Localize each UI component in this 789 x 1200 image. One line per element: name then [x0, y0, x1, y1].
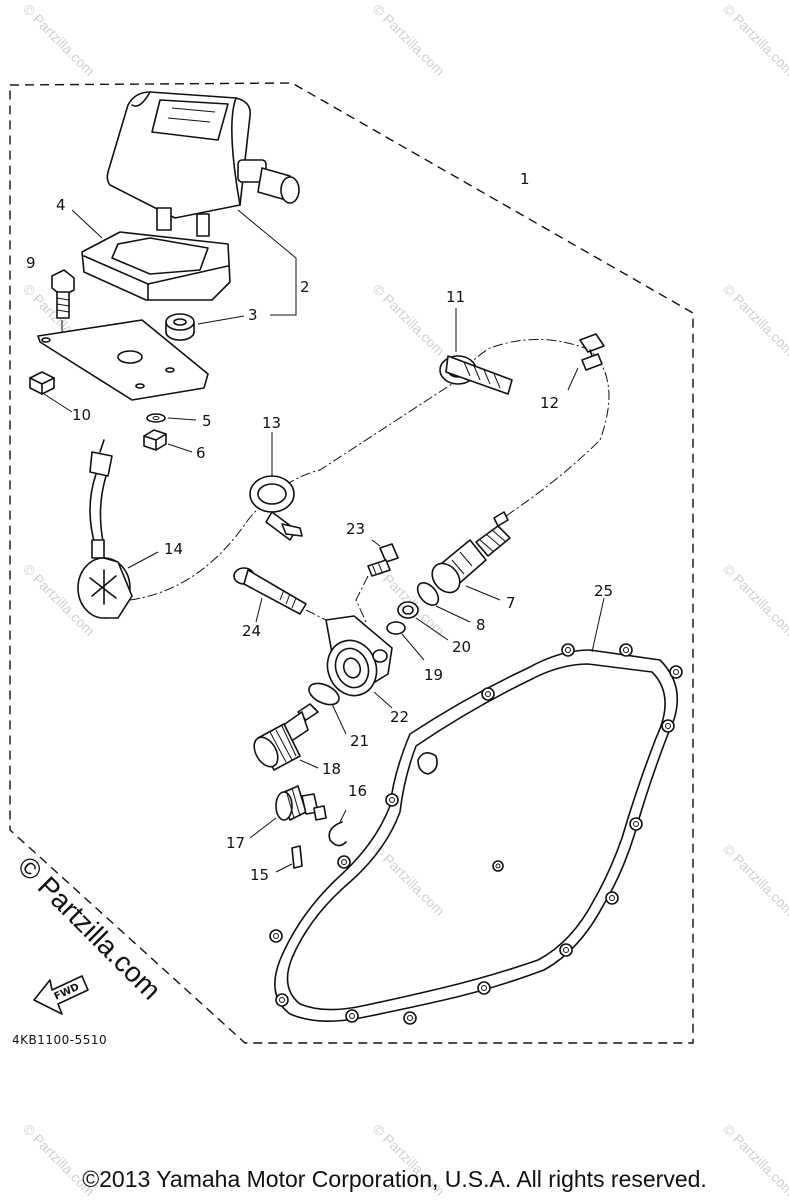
- fwd-arrow: FWD: [33, 975, 89, 1015]
- part-label-8: 8: [476, 616, 486, 634]
- part-label-6: 6: [196, 444, 206, 462]
- leader-20: [415, 617, 449, 641]
- leader-24: [255, 597, 263, 623]
- guide-12: [579, 333, 605, 371]
- part-label-18: 18: [322, 760, 341, 778]
- leader-19: [401, 633, 425, 661]
- brand-watermark: © Partzilla.com: [12, 850, 167, 1005]
- gear-housing-22: [325, 615, 393, 697]
- leader-22: [373, 691, 393, 709]
- grommet: [165, 313, 195, 341]
- circlip-16: [328, 821, 347, 847]
- part-label-9: 9: [26, 254, 36, 272]
- leader-17: [249, 817, 277, 839]
- watermark-tile: © Partzilla.com: [20, 1, 98, 79]
- part-label-20: 20: [452, 638, 471, 656]
- nut-10: [29, 371, 55, 395]
- bushing-20: [397, 601, 419, 619]
- cushion: [81, 231, 231, 301]
- leader-15: [275, 863, 293, 873]
- part-label-2: 2: [300, 278, 310, 296]
- part-label-16: 16: [348, 782, 367, 800]
- o-ring-21: [308, 682, 340, 706]
- leader-21: [331, 703, 347, 735]
- part-label-10: 10: [72, 406, 91, 424]
- bolt-9: [51, 269, 75, 319]
- cable-end-14: [77, 439, 133, 619]
- washer-19: [386, 621, 406, 635]
- part-label-7: 7: [506, 594, 516, 612]
- leader-23: [371, 539, 381, 547]
- clamp-13: [249, 475, 303, 541]
- leader-5: [167, 417, 197, 421]
- part-label-4: 4: [56, 196, 66, 214]
- bracket-plate: [37, 319, 209, 401]
- leader-2: [237, 209, 297, 316]
- leader-10: [43, 393, 73, 413]
- driven-gear-18: [253, 703, 319, 771]
- part-labels: 1 2 3 4 5 6 7 8 9 10 11 12 13 14 15 16 1…: [26, 170, 613, 884]
- part-label-11: 11: [446, 288, 465, 306]
- screw-23: [367, 543, 399, 577]
- bolt-24: [233, 567, 307, 615]
- copyright-notice: ©2013 Yamaha Motor Corporation, U.S.A. A…: [82, 1166, 707, 1192]
- drive-gear-7: [431, 511, 511, 594]
- nut-6: [143, 429, 167, 451]
- leader-7: [465, 585, 501, 601]
- part-label-21: 21: [350, 732, 369, 750]
- part-label-3: 3: [248, 306, 258, 324]
- watermark-tile: © Partzilla.com: [720, 281, 789, 359]
- watermark-tile: © Partzilla.com: [720, 561, 789, 639]
- part-label-22: 22: [390, 708, 409, 726]
- part-label-25: 25: [594, 582, 613, 600]
- band-11: [439, 355, 513, 395]
- part-label-17: 17: [226, 834, 245, 852]
- part-label-19: 19: [424, 666, 443, 684]
- leader-4: [71, 209, 103, 239]
- part-label-1: 1: [520, 170, 530, 188]
- watermark-tile: © Partzilla.com: [370, 841, 448, 919]
- gasket-25: [269, 643, 683, 1025]
- washer-5-hole: [152, 416, 160, 420]
- speedometer-unit: [106, 91, 300, 237]
- washer-5: [146, 413, 166, 423]
- leader-3: [197, 315, 245, 325]
- leader-16: [339, 809, 347, 823]
- part-label-23: 23: [346, 520, 365, 538]
- leader-18: [299, 759, 319, 769]
- part-label-12: 12: [540, 394, 559, 412]
- leader-25: [591, 597, 605, 653]
- leader-8: [435, 605, 471, 623]
- part-label-24: 24: [242, 622, 261, 640]
- o-ring-8: [416, 581, 440, 607]
- watermark-tile: © Partzilla.com: [370, 281, 448, 359]
- watermark-tile: © Partzilla.com: [370, 1, 448, 79]
- pin-15: [291, 845, 303, 869]
- leader-12: [567, 367, 579, 391]
- part-label-13: 13: [262, 414, 281, 432]
- diagram-code: 4KB1100-5510: [12, 1033, 107, 1047]
- part-label-5: 5: [202, 412, 212, 430]
- assembly-boundary: [9, 82, 694, 1044]
- part-label-15: 15: [250, 866, 269, 884]
- meter-cable: [129, 338, 610, 601]
- gear-17: [275, 785, 327, 821]
- watermark-tile: © Partzilla.com: [720, 1, 789, 79]
- leader-23-axis: [355, 575, 369, 623]
- part-label-14: 14: [164, 540, 183, 558]
- leader-6: [167, 443, 193, 453]
- watermark-tile: © Partzilla.com: [720, 841, 789, 919]
- leader-14: [127, 551, 159, 569]
